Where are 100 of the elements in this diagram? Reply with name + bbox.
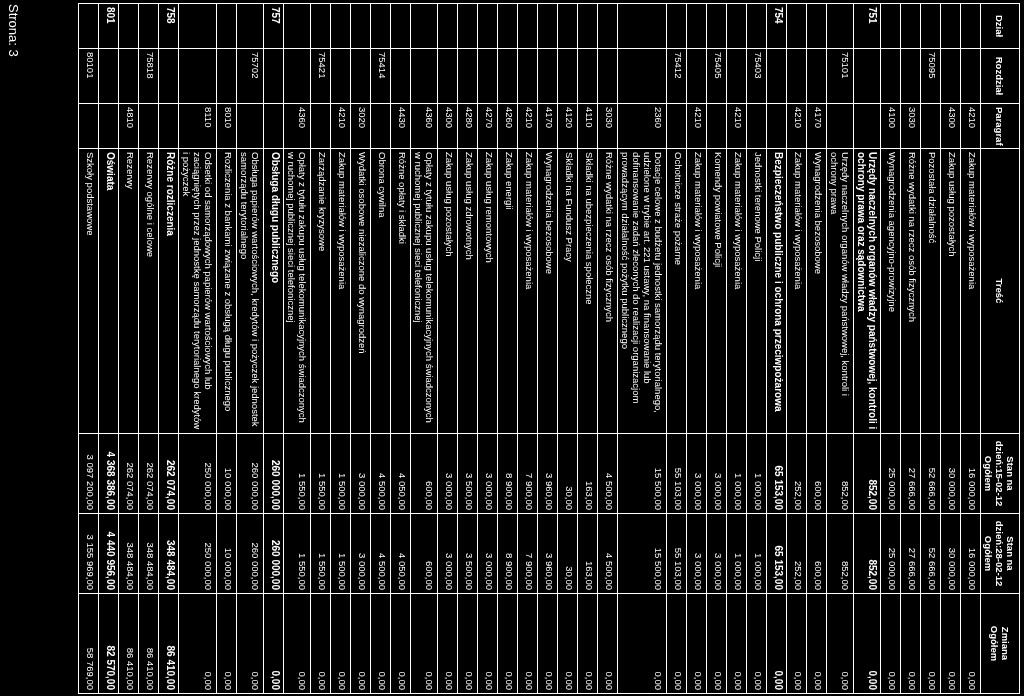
paragraph-code: 2360	[653, 107, 664, 129]
amount-value: 0,00	[250, 671, 261, 690]
item-description: Dotacje celowe z budżetu jednostki samorządu terytorialnego, udzielone w trybie art. 221 ustawy, na finansowanie lub dofinansowanie zadań zleconych do realizacji organizacjom prowadzącym działalność pożytku publicznego	[620, 152, 664, 415]
amount-value: 0,00	[203, 671, 214, 690]
amount-value: 15 500,00	[653, 547, 664, 590]
item-description: Zakup usług remontowych	[484, 152, 495, 263]
amount-value: 0,00	[357, 671, 368, 690]
amount-value: 4 050,00	[397, 473, 408, 510]
item-description: Urzędy naczelnych organów władzy państwowej, kontroli i ochrony prawa	[829, 152, 851, 398]
section-code: 801	[105, 7, 116, 24]
amount-value: 163,00	[584, 560, 595, 590]
amount-value: 55 103,00	[673, 467, 684, 510]
item-description: Zakup materiałów i wyposażenia	[793, 152, 804, 290]
chapter-code: 75095	[927, 52, 938, 79]
paragraph-code: 4110	[584, 107, 595, 128]
amount-value: 55 103,00	[673, 547, 684, 590]
item-description: Zakup materiałów i wyposażenia	[733, 152, 744, 290]
item-description: Wynagrodzenia agencyjno-prowizyjne	[887, 152, 898, 312]
section-code: 758	[165, 7, 176, 24]
amount-value: 0,00	[653, 671, 664, 690]
amount-value: 600,00	[813, 480, 824, 510]
amount-value: 8 900,00	[504, 553, 515, 590]
amount-value: 348 484,00	[145, 542, 156, 590]
amount-value: 7 900,00	[524, 473, 535, 510]
amount-value: 250 000,00	[203, 462, 214, 510]
item-description: Bezpieczeństwo publiczne i ochrona przeciwpożarowa	[773, 152, 784, 412]
chapter-code: 75412	[673, 52, 684, 79]
paragraph-code: 4100	[887, 107, 898, 129]
paragraph-code: 8110	[203, 107, 214, 128]
item-description: Zakup materiałów i wyposażenia	[693, 152, 704, 290]
amount-value: 3 097 200,00	[85, 454, 96, 510]
amount-value: 262 074,00	[125, 462, 136, 510]
amount-value: 10 000,00	[223, 547, 234, 590]
page-number: Strona: 3	[6, 4, 21, 57]
section-code: 754	[773, 7, 784, 24]
amount-value: 3 000,00	[713, 473, 724, 510]
amount-value: 0,00	[337, 671, 348, 690]
amount-value: 30 000,00	[947, 547, 958, 590]
item-description: Urzędy naczelnych organów władzy państwowej, kontroli i ochrony prawa oraz sądownictwa	[856, 152, 878, 430]
amount-value: 260 000,00	[270, 459, 281, 510]
amount-value: 3 000,00	[713, 553, 724, 590]
amount-value: 1 550,00	[297, 473, 308, 510]
paragraph-code: 4170	[544, 107, 555, 129]
chapter-code: 75421	[317, 52, 328, 79]
amount-value: 262 074,00	[165, 459, 176, 510]
amount-value: 0,00	[444, 671, 455, 690]
amount-value: 3 155 969,00	[85, 534, 96, 590]
item-description: Zakup usług pozostałych	[444, 152, 455, 257]
amount-value: 0,00	[504, 671, 515, 690]
amount-value: 8 900,00	[504, 473, 515, 510]
amount-value: 4 500,00	[377, 473, 388, 510]
amount-value: 0,00	[397, 671, 408, 690]
amount-value: 600,00	[424, 480, 435, 510]
amount-value: 852,00	[840, 480, 851, 510]
item-description: Składki na ubezpieczenia społeczne	[584, 152, 595, 305]
amount-value: 4 368 386,00	[105, 451, 116, 510]
amount-value: 3 000,00	[693, 473, 704, 510]
amount-value: 252,00	[793, 560, 804, 590]
amount-value: 1 000,00	[733, 473, 744, 510]
item-description: Wynagrodzenia bezosobowe	[813, 152, 824, 274]
amount-value: 852,00	[867, 479, 878, 510]
amount-value: 0,00	[524, 671, 535, 690]
item-description: Zakup materiałów i wyposażenia	[524, 152, 535, 290]
item-description: Odsetki od samorządowych papierów wartościowych lub zaciągniętych przez jednostkę samorządu terytorialnego kredytów i pożyczek	[181, 152, 214, 430]
item-description: Szkoły podstawowe	[85, 152, 96, 236]
item-description: Wynagrodzenia bezosobowe	[544, 152, 555, 274]
item-description: Różne wydatki na rzecz osób fizycznych	[604, 152, 615, 323]
amount-value: 25 000,00	[887, 547, 898, 590]
amount-value: 0,00	[223, 671, 234, 690]
item-description: Rezerwy ogólne i celowe	[145, 152, 156, 258]
amount-value: 52 666,00	[927, 467, 938, 510]
amount-value: 0,00	[887, 671, 898, 690]
amount-value: 348 484,00	[125, 542, 136, 590]
amount-value: 852,00	[840, 560, 851, 590]
chapter-code: 75405	[713, 52, 724, 79]
column-header: Stan na dzień:15-02-12	[994, 439, 1017, 509]
amount-value: 1 500,00	[337, 553, 348, 590]
item-description: Różne rozliczenia	[165, 152, 176, 236]
amount-value: 3 500,00	[464, 473, 475, 510]
amount-value: 252,00	[793, 480, 804, 510]
paragraph-code: 4210	[967, 107, 978, 129]
amount-value: 0,00	[713, 671, 724, 690]
item-description: Rozliczenia z bankami związane z obsługą długu publicznego	[223, 152, 234, 412]
amount-value: 0,00	[813, 671, 824, 690]
paragraph-code: 4210	[793, 107, 804, 129]
chapter-code: 75702	[250, 52, 261, 79]
column-header: Rozdział	[994, 56, 1006, 96]
column-header: Treść	[994, 278, 1006, 304]
amount-value: 3 000,00	[693, 553, 704, 590]
item-description: Różne wydatki na rzecz osób fizycznych	[907, 152, 918, 323]
item-description: Pozostała działalność	[927, 152, 938, 244]
amount-value: 600,00	[813, 560, 824, 590]
paragraph-code: 4270	[484, 107, 495, 129]
section-code: 757	[270, 7, 281, 24]
paragraph-code: 4360	[424, 107, 435, 129]
amount-value: 27 666,00	[907, 467, 918, 510]
item-description: Jednostki terenowe Policji	[753, 152, 764, 262]
paragraph-code: 8010	[223, 107, 234, 129]
paragraph-code: 4810	[125, 107, 136, 129]
amount-value: 0,00	[317, 671, 328, 690]
